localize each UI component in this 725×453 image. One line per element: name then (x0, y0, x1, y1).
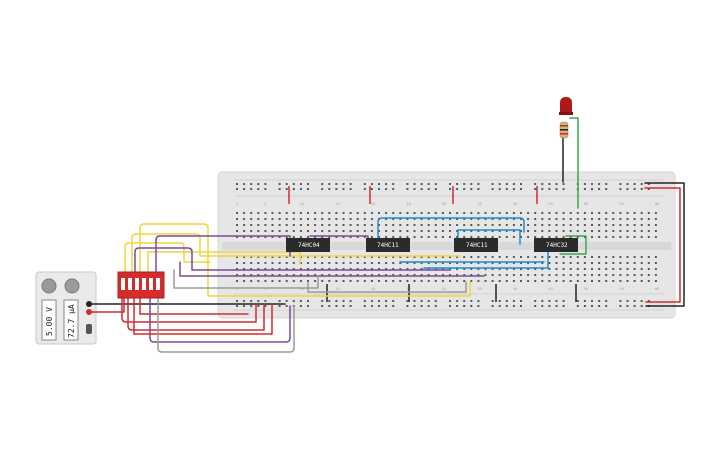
column-number: 1 (236, 202, 238, 206)
wire-red-power[interactable] (91, 295, 125, 313)
chip-u3[interactable]: 74HC11 (454, 238, 498, 252)
wire-green-2[interactable] (559, 235, 587, 255)
dip-key[interactable] (128, 278, 132, 290)
wire-purple-1[interactable] (134, 247, 451, 273)
wire-purple-3[interactable] (149, 297, 291, 343)
column-number: 50 (584, 287, 588, 291)
column-number: 25 (406, 202, 410, 206)
rail-markers (288, 186, 577, 302)
column-number: 15 (335, 202, 339, 206)
power-switch[interactable] (86, 324, 92, 334)
wire-yellow-4[interactable] (147, 251, 301, 273)
column-number: 35 (477, 287, 481, 291)
wire-red-2[interactable] (127, 297, 265, 331)
negative-terminal[interactable] (86, 301, 92, 307)
center-channel (222, 242, 671, 250)
dip-key[interactable] (135, 278, 139, 290)
column-number: 30 (442, 287, 446, 291)
wire-yellow-2[interactable] (131, 233, 461, 273)
wire-yellow-3[interactable] (139, 223, 471, 297)
voltage-knob[interactable] (41, 278, 57, 294)
wire-gray-2[interactable] (173, 269, 319, 289)
chip-label: 74HC04 (298, 242, 320, 249)
wire-black-rail[interactable] (644, 182, 685, 307)
wire-blue-2[interactable] (457, 229, 521, 245)
column-number: 45 (548, 202, 552, 206)
column-number: 1 (236, 287, 238, 291)
column-number: 55 (619, 202, 623, 206)
wire-gray-3[interactable] (307, 281, 467, 293)
column-number: 60 (655, 287, 659, 291)
current-readout: 72.7 µA (67, 304, 76, 338)
dip-switch[interactable] (117, 271, 165, 299)
current-knob[interactable] (64, 278, 80, 294)
resistor[interactable] (559, 121, 569, 139)
wire-red-3[interactable] (133, 297, 273, 335)
column-number: 55 (619, 287, 623, 291)
column-number: 5 (264, 202, 266, 206)
wire-red-1[interactable] (121, 297, 257, 323)
dip-key[interactable] (149, 278, 153, 290)
column-number: 30 (442, 202, 446, 206)
column-number: 10 (300, 202, 304, 206)
column-number: 10 (300, 287, 304, 291)
current-display (63, 299, 79, 341)
wire-yellow-1[interactable] (124, 242, 211, 273)
column-number: 45 (548, 287, 552, 291)
wire-gray-1[interactable] (157, 297, 295, 353)
power-supply[interactable]: 5.00 V 72.7 µA (35, 271, 97, 345)
column-number: 35 (477, 202, 481, 206)
wire-red-rail[interactable] (644, 187, 681, 303)
chip-label: 74HC11 (377, 242, 399, 249)
led[interactable] (559, 97, 573, 115)
column-number: 60 (655, 202, 659, 206)
column-number: 40 (513, 287, 517, 291)
column-number: 15 (335, 287, 339, 291)
positive-terminal[interactable] (86, 309, 92, 315)
chip-label: 74HC32 (546, 242, 568, 249)
chip-label: 74HC11 (466, 242, 488, 249)
wire-blue-1[interactable] (377, 217, 525, 245)
breadboard-holes (236, 183, 657, 307)
voltage-readout: 5.00 V (45, 307, 54, 336)
wire-purple-2[interactable] (155, 235, 291, 273)
dip-key[interactable] (121, 278, 125, 290)
dip-key[interactable] (142, 278, 146, 290)
column-number: 20 (371, 287, 375, 291)
chip-u1[interactable]: 74HC04 (286, 238, 330, 252)
wire-green-led[interactable] (569, 117, 579, 209)
column-number: 50 (584, 202, 588, 206)
wire-red-4[interactable] (139, 297, 249, 315)
chip-u2[interactable]: 74HC11 (366, 238, 410, 252)
dip-key[interactable] (156, 278, 160, 290)
voltage-display (41, 299, 57, 341)
chip-u4[interactable]: 74HC32 (534, 238, 578, 252)
breadboard[interactable]: 1155101015152020252530303535404045455050… (217, 171, 676, 319)
column-number: 20 (371, 202, 375, 206)
wire-purple-4[interactable] (179, 261, 485, 277)
column-number: 5 (264, 287, 266, 291)
dip-keys[interactable] (121, 278, 160, 290)
column-number: 40 (513, 202, 517, 206)
